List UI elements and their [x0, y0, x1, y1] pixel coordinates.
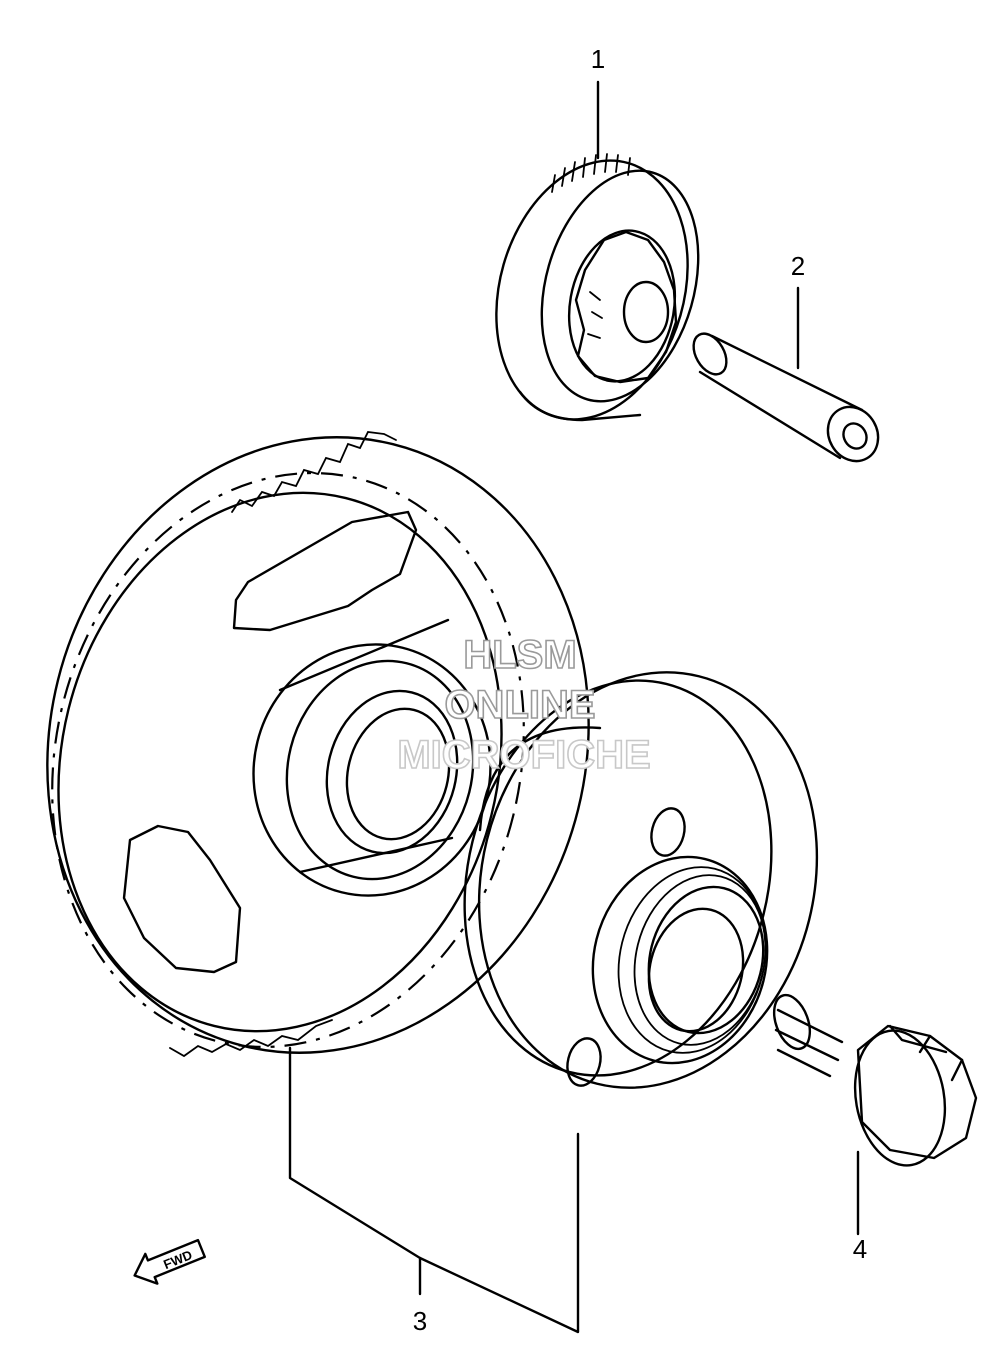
fwd-direction-arrow: FWD: [133, 1238, 206, 1285]
watermark-line-1: HLSM: [463, 633, 576, 677]
watermark-line-3: MICROFICHE: [397, 733, 650, 777]
part-2-shaft[interactable]: [687, 328, 888, 470]
callout-1: 1: [591, 44, 605, 74]
callout-3: 3: [413, 1306, 427, 1336]
callout-4: 4: [853, 1234, 867, 1264]
part-1-idle-gear[interactable]: [467, 138, 723, 442]
leader-lines: [288, 80, 860, 1334]
part-4-flange-bolt[interactable]: [767, 990, 978, 1172]
part-3-starter-clutch-gear[interactable]: [0, 379, 653, 1110]
watermark-line-2: ONLINE: [444, 683, 595, 727]
watermark: HLSM ONLINE MICROFICHE: [397, 632, 652, 778]
part-3-starter-clutch-body[interactable]: [424, 636, 860, 1124]
callout-2: 2: [791, 251, 805, 281]
